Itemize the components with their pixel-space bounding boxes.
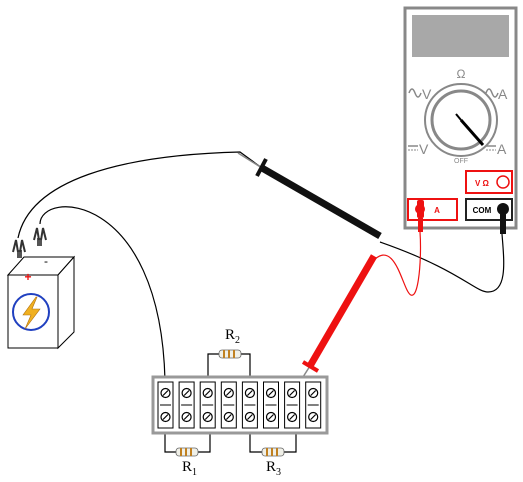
terminal-column <box>305 381 322 429</box>
volt-ohm-socket[interactable] <box>496 175 510 189</box>
terminal-screw[interactable] <box>181 411 192 423</box>
red-probe[interactable] <box>295 254 378 389</box>
dc-amps-label: A <box>497 141 507 157</box>
black-probe-tip <box>237 152 263 169</box>
terminal-screw[interactable] <box>244 387 255 399</box>
probe-plugs <box>415 200 509 234</box>
resistor-r1-label: R1 <box>182 459 197 478</box>
red-probe-guard <box>301 360 320 373</box>
wire-red-probe-to-amps <box>371 231 422 296</box>
wire-black-probe-to-com <box>379 233 505 293</box>
alligator-clip-positive <box>12 239 26 253</box>
ac-volts-label: V <box>422 86 432 102</box>
terminal-screw[interactable] <box>265 387 277 399</box>
common-jack-label: COM <box>473 206 492 215</box>
meter-dial-pointer <box>459 119 485 146</box>
terminal-screw[interactable] <box>308 387 319 399</box>
ac-wave-icon <box>408 88 422 98</box>
black-probe-handle <box>260 164 382 240</box>
terminal-screw[interactable] <box>202 411 213 423</box>
wires <box>17 151 505 453</box>
resistor-r1: R1 <box>175 447 199 478</box>
wire-battery-neg-to-terminal <box>39 206 166 381</box>
meter-dial-outer <box>424 83 498 157</box>
battery-minus-label: - <box>44 254 48 268</box>
terminal-screw[interactable] <box>160 411 171 423</box>
meter-display <box>412 15 509 57</box>
wire-battery-pos-to-black-probe <box>17 151 263 239</box>
terminal-screw[interactable] <box>287 387 298 399</box>
multimeter: Ω V A V A OFF V Ω A COM <box>403 6 518 230</box>
ac-amps-label: A <box>498 86 508 102</box>
ohm-label: Ω <box>457 67 466 81</box>
terminal-column <box>157 381 174 429</box>
battery-terminal-negative <box>37 238 42 246</box>
battery-terminal-positive <box>17 250 22 258</box>
resistor-r2-label: R2 <box>225 327 240 346</box>
volt-ohm-jack-label: V Ω <box>475 179 490 188</box>
black-probe[interactable] <box>237 152 382 240</box>
black-plug-boot <box>500 212 506 234</box>
terminal-column <box>178 381 195 429</box>
meter-dial-pointer-tail <box>455 113 462 121</box>
terminal-screw[interactable] <box>202 387 213 399</box>
terminal-column <box>241 381 258 429</box>
terminal-screw[interactable] <box>244 411 255 423</box>
terminal-screw[interactable] <box>223 411 234 423</box>
resistor-r2: R2 <box>218 327 242 359</box>
lightning-icon <box>22 296 41 330</box>
terminal-column <box>263 381 279 429</box>
alligator-clip-negative <box>33 227 47 241</box>
resistor-r3-label: R3 <box>266 459 281 478</box>
battery-plus-label: + <box>24 270 31 284</box>
terminal-screw[interactable] <box>265 411 277 423</box>
red-probe-handle <box>306 254 378 368</box>
red-plug-boot <box>418 218 423 232</box>
terminal-column <box>220 381 237 429</box>
terminal-column <box>284 381 301 429</box>
terminal-screw[interactable] <box>308 411 319 423</box>
ac-wave-icon-amps <box>485 88 499 98</box>
battery: + - <box>6 227 76 350</box>
off-label: OFF <box>454 158 468 165</box>
terminal-screw[interactable] <box>160 387 171 399</box>
terminal-screw[interactable] <box>181 387 192 399</box>
red-plug-head <box>415 204 425 214</box>
terminal-screw[interactable] <box>223 387 234 399</box>
resistor-r3: R3 <box>261 447 285 478</box>
black-probe-guard <box>255 158 268 177</box>
dc-volts-label: V <box>419 141 429 157</box>
terminal-screw[interactable] <box>287 411 298 423</box>
amps-jack-label: A <box>434 206 440 215</box>
terminal-column <box>199 381 216 429</box>
terminal-strip <box>151 375 329 435</box>
